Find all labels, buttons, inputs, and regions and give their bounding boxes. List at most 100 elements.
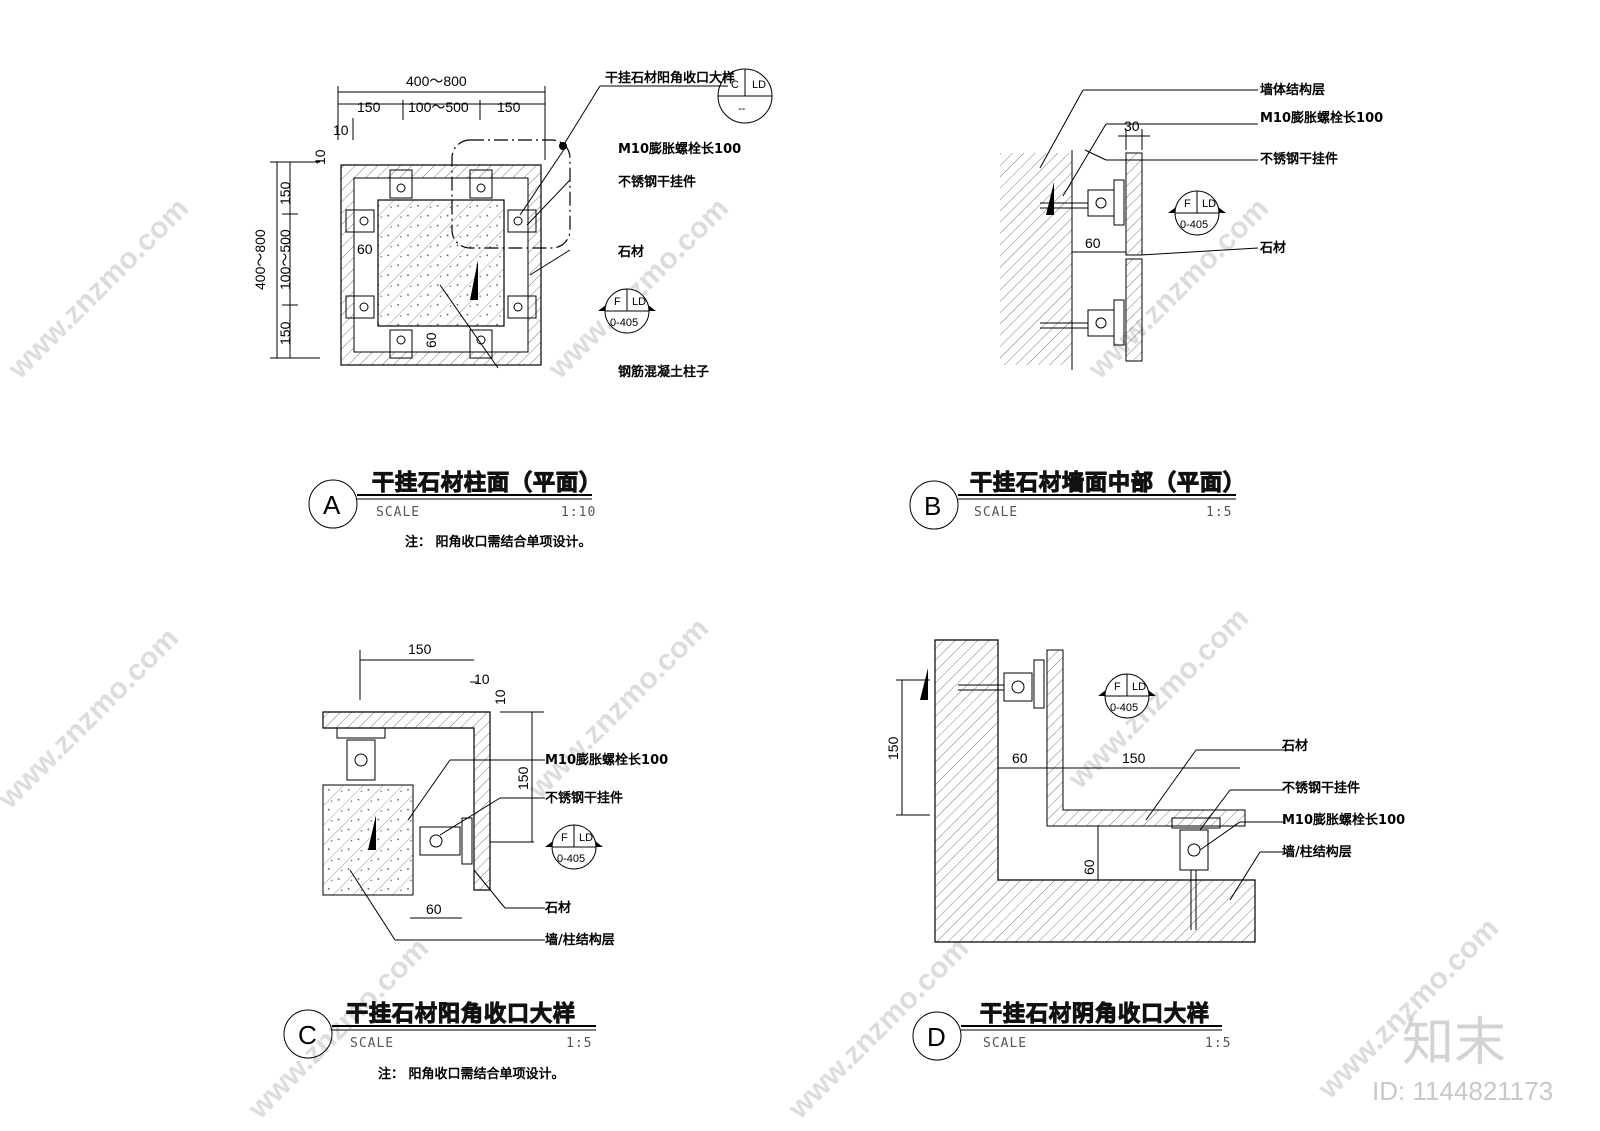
stone-inner-corner (1046, 649, 1246, 827)
svg-text:0-405: 0-405 (610, 317, 638, 329)
callout-bolt: M10膨胀螺栓长100 (545, 752, 668, 768)
detail-b: 30 60 墙体结构层 M10膨胀螺栓长100 不锈钢干挂件 石材 F LD 0… (909, 82, 1383, 530)
detail-d: 150 60 150 60 石材 不锈钢干挂件 M10膨胀螺栓长100 墙/柱结… (885, 639, 1405, 1061)
svg-text:LD: LD (579, 832, 593, 844)
dim-left-top: 150 (277, 181, 293, 205)
watermark-url: www.znzmo.com (1, 192, 195, 386)
detail-title: 干挂石材阳角收口大样 (346, 1001, 576, 1027)
dim-10: 10 (474, 671, 490, 687)
dim-left-bottom: 150 (277, 321, 293, 345)
wall-structure (934, 639, 1256, 943)
detail-a: 400～800 150 100～500 150 10 400～800 150 1… (252, 68, 773, 550)
dim-top-small: 10 (333, 122, 349, 138)
dim-inner-60: 60 (357, 241, 373, 257)
svg-text:LD: LD (752, 79, 766, 91)
stone-corner (322, 711, 491, 891)
scale-value: 1:5 (1206, 505, 1232, 520)
detail-boundary (451, 139, 571, 249)
scale-label: SCALE (983, 1036, 1027, 1051)
dim-150: 150 (515, 766, 531, 790)
dim-30: 30 (1124, 118, 1140, 134)
callout-stone: 石材 (1259, 240, 1286, 256)
dim-60: 60 (1012, 750, 1028, 766)
dim-left-mid: 100～500 (277, 229, 293, 290)
title-mark: B (924, 491, 941, 521)
svg-text:F: F (1114, 681, 1121, 693)
dim-60: 60 (426, 901, 442, 917)
dim-left-total: 400～800 (252, 229, 268, 290)
dim-60: 60 (1081, 859, 1097, 875)
scale-label: SCALE (974, 505, 1018, 520)
watermark-url: www.znzmo.com (1061, 602, 1255, 796)
detail-title: 干挂石材阴角收口大样 (980, 1001, 1210, 1027)
title-mark: D (927, 1022, 946, 1052)
dim-left-small: 10 (312, 149, 328, 165)
callout-stone: 石材 (617, 244, 644, 260)
svg-text:LD: LD (1132, 681, 1146, 693)
callout-structure: 墙/柱结构层 (545, 932, 615, 948)
svg-text:F: F (561, 832, 568, 844)
anchor-group (336, 650, 544, 919)
dim-top-right: 150 (497, 99, 521, 115)
callout-wall: 墙体结构层 (1260, 82, 1325, 98)
dim-60: 60 (1085, 235, 1101, 251)
dim-top-total: 400～800 (406, 73, 467, 89)
svg-text:F: F (1184, 198, 1191, 210)
section-tag: F LD 0-405 (545, 824, 603, 870)
section-tag: F LD 0-405 (598, 288, 656, 334)
svg-text:C: C (731, 79, 739, 91)
title-mark: A (323, 490, 341, 520)
scale-label: SCALE (376, 505, 420, 520)
dim-150: 150 (885, 736, 901, 760)
section-tag: F LD 0-405 (1168, 190, 1226, 236)
watermark-url: www.znzmo.com (781, 932, 975, 1126)
callout-bolt: M10膨胀螺栓长100 (618, 141, 741, 157)
id-label: ID: 1144821173 (1372, 1076, 1553, 1106)
detail-c: 150 10 10 150 60 M10膨胀螺栓长100 不锈钢干挂件 石材 墙… (283, 641, 668, 1082)
callout-hanger: 不锈钢干挂件 (618, 174, 696, 190)
scale-value: 1:10 (561, 505, 596, 520)
dim-10: 10 (492, 689, 508, 705)
anchor-group (345, 169, 537, 359)
detail-reference-tag: C LD -- (717, 68, 773, 124)
svg-text:F: F (614, 296, 621, 308)
scale-value: 1:5 (566, 1036, 592, 1051)
dim-150: 150 (408, 641, 432, 657)
callout-hanger: 不锈钢干挂件 (545, 790, 623, 806)
scale-value: 1:5 (1205, 1036, 1231, 1051)
svg-text:0-405: 0-405 (1180, 219, 1208, 231)
detail-title: 干挂石材柱面（平面） (372, 470, 602, 496)
svg-text:--: -- (738, 103, 746, 115)
callout-column: 钢筋混凝土柱子 (618, 364, 709, 380)
callout-structure: 墙/柱结构层 (1282, 844, 1352, 860)
callout-bolt: M10膨胀螺栓长100 (1282, 812, 1405, 828)
callout-bolt: M10膨胀螺栓长100 (1260, 110, 1383, 126)
svg-text:LD: LD (1202, 198, 1216, 210)
dim-inner-60: 60 (423, 332, 439, 348)
watermark-url: www.znzmo.com (241, 932, 435, 1126)
dim-top-left: 150 (357, 99, 381, 115)
dim-150: 150 (1122, 750, 1146, 766)
detail-title: 干挂石材墙面中部（平面） (970, 470, 1246, 496)
svg-text:0-405: 0-405 (1110, 702, 1138, 714)
callout-stone: 石材 (544, 900, 571, 916)
title-mark: C (298, 1020, 317, 1050)
detail-note: 注： 阳角收口需结合单项设计。 (405, 534, 592, 550)
callout-hanger: 不锈钢干挂件 (1282, 780, 1360, 796)
callout-stone: 石材 (1281, 738, 1308, 754)
anchor-group (896, 659, 1240, 930)
anchor-group (1040, 129, 1150, 346)
detail-note: 注： 阳角收口需结合单项设计。 (378, 1066, 565, 1082)
svg-text:LD: LD (632, 296, 646, 308)
wall-structure (322, 784, 414, 896)
svg-text:0-405: 0-405 (557, 853, 585, 865)
watermark-layer: www.znzmo.com www.znzmo.com www.znzmo.co… (0, 192, 1505, 1126)
brand-logo: 知末 (1402, 1013, 1506, 1073)
watermark-url: www.znzmo.com (521, 612, 715, 806)
watermark-url: www.znzmo.com (0, 622, 185, 816)
dim-top-mid: 100～500 (408, 99, 469, 115)
callout-detail-ref: 干挂石材阳角收口大样 (605, 70, 735, 86)
scale-label: SCALE (350, 1036, 394, 1051)
wall-structure (1000, 153, 1072, 365)
